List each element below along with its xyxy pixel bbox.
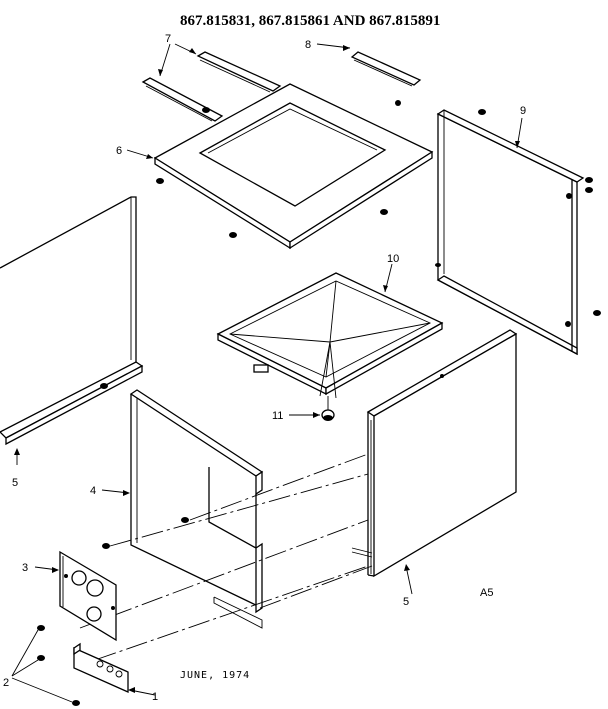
part-2-screws: [11, 625, 80, 706]
callout-4: 4: [90, 485, 96, 497]
part-10-drain-pan: [216, 263, 444, 399]
part-11-drain-fitting: [289, 396, 335, 421]
callout-9: 9: [520, 105, 526, 117]
callout-6: 6: [116, 145, 122, 157]
part-7-top-rail: [141, 43, 282, 122]
page-code: A5: [480, 587, 493, 599]
part-6-top-panel: [126, 83, 434, 250]
part-1-bracket: [73, 642, 156, 696]
callout-5-left: 5: [12, 477, 18, 489]
callout-11: 11: [272, 410, 283, 422]
callout-1: 1: [152, 691, 158, 703]
callout-10: 10: [387, 253, 399, 265]
part-5-right-panel: [351, 329, 518, 595]
callout-5-right: 5: [403, 596, 409, 608]
part-8-top-rail: [316, 43, 422, 87]
footer-date: JUNE, 1974: [180, 670, 250, 681]
part-9-side-panel: [435, 109, 601, 356]
callout-3: 3: [22, 562, 28, 574]
alignment-lines: [79, 453, 373, 661]
part-5-left-side-panel: [0, 196, 144, 465]
callout-2: 2: [3, 677, 9, 689]
part-3-control-panel: [34, 550, 117, 642]
diagram-title: 867.815831, 867.815861 AND 867.815891: [180, 13, 440, 29]
callout-8: 8: [305, 39, 311, 51]
callout-7: 7: [165, 33, 171, 45]
part-4-front-panel: [101, 389, 264, 629]
